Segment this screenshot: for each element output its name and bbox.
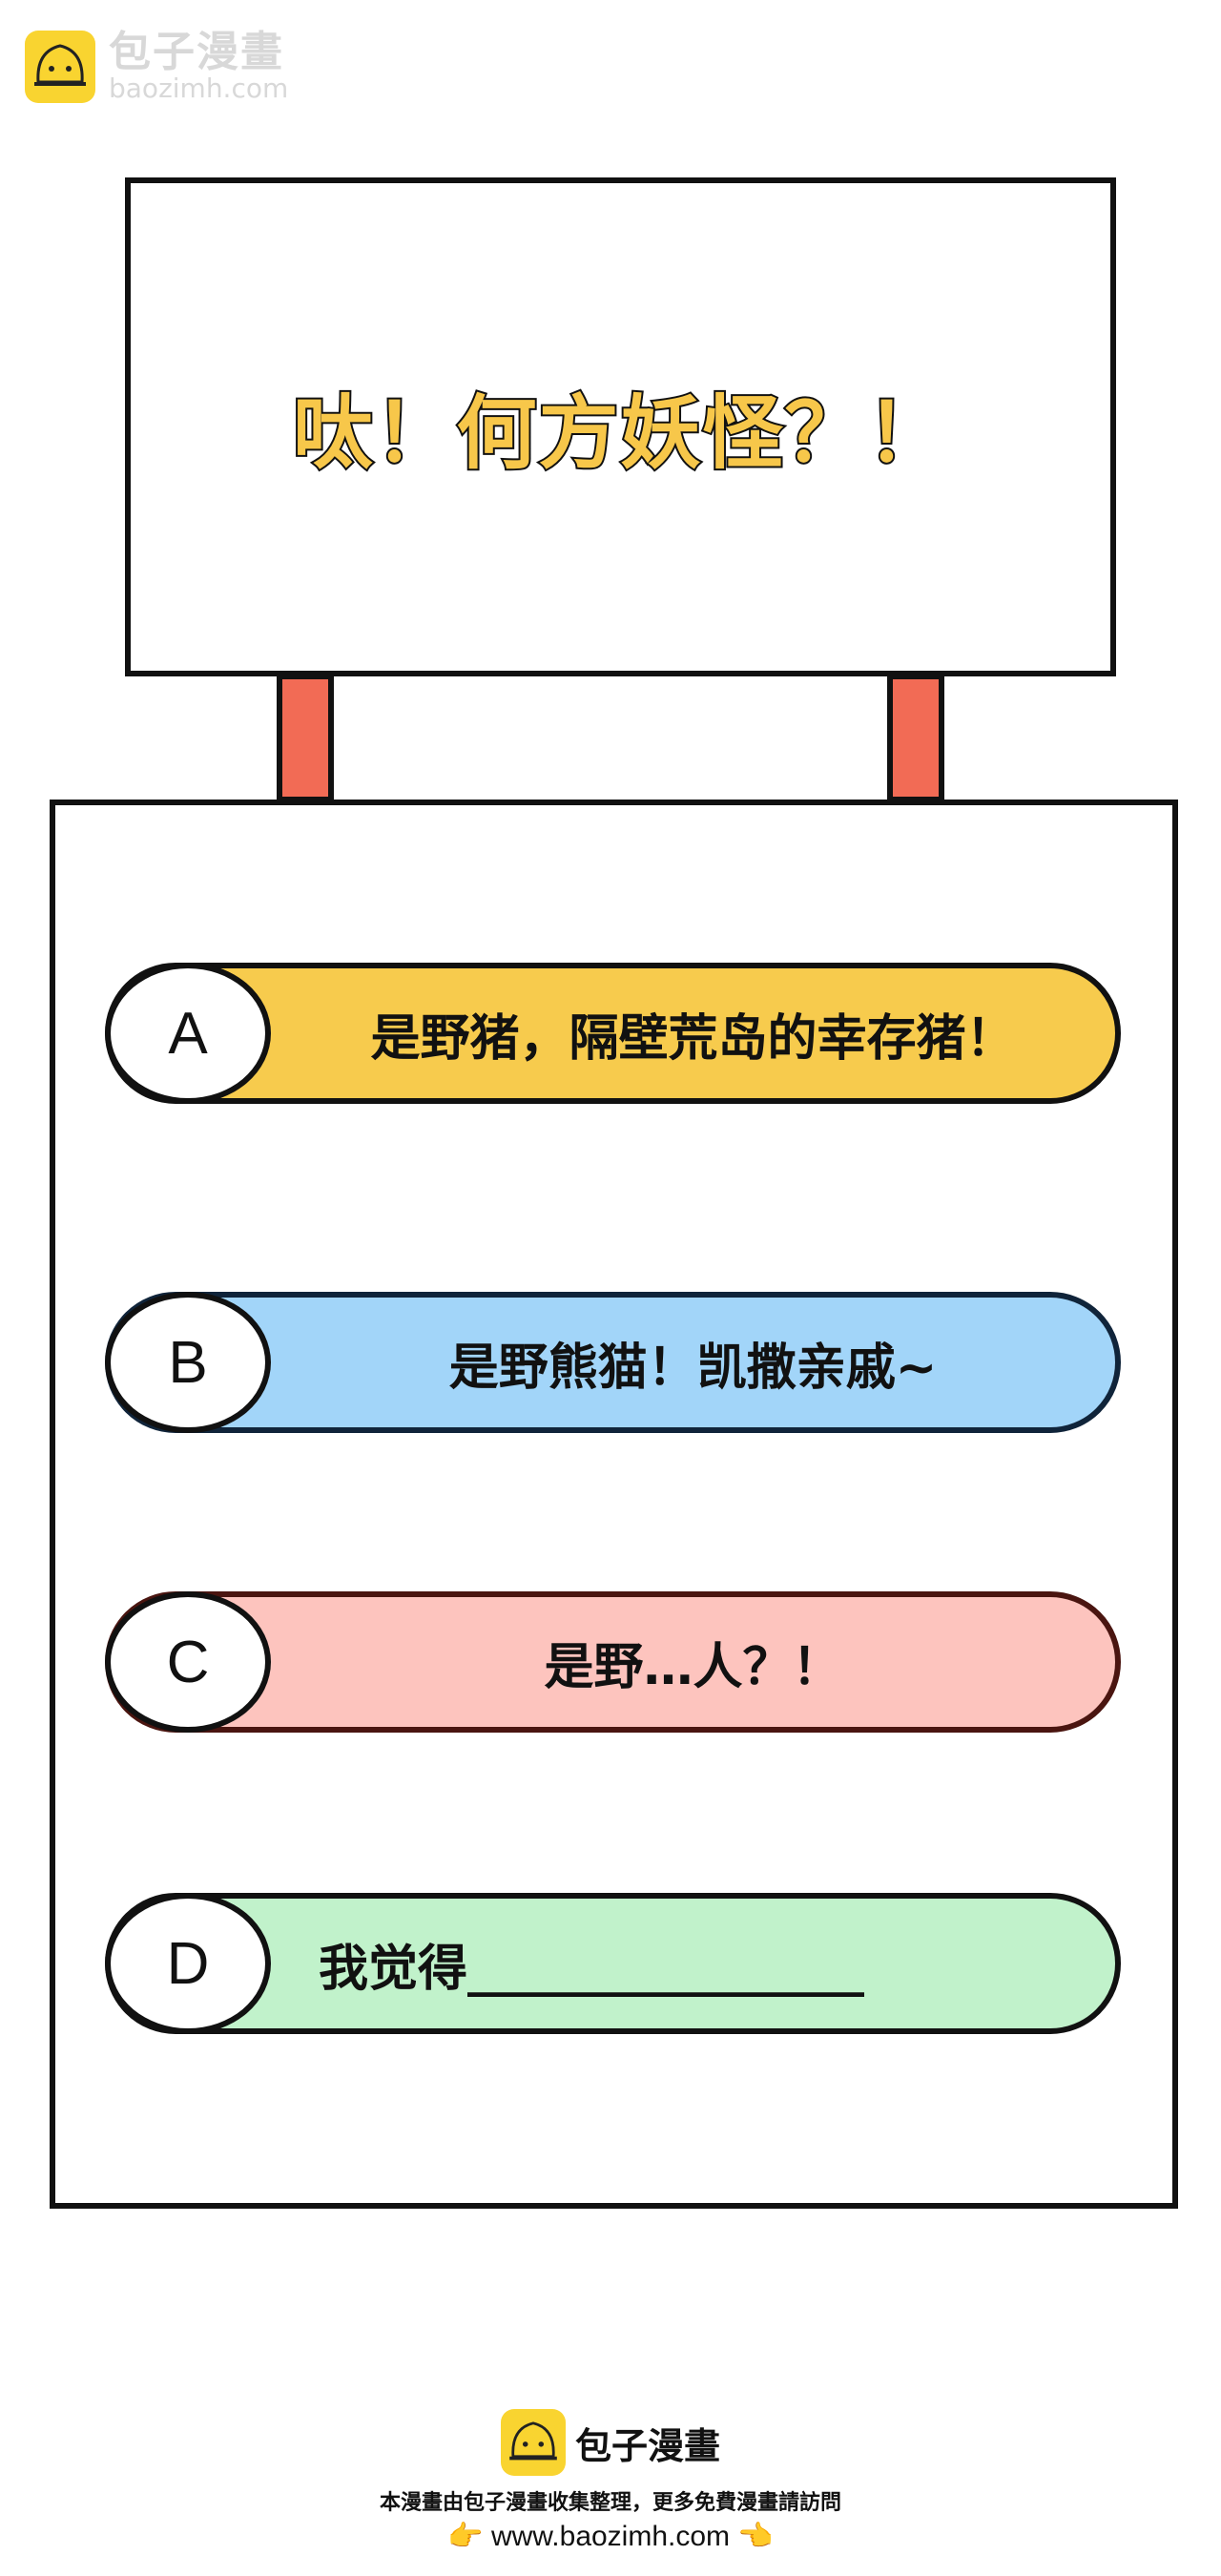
footer-url-link[interactable]: www.baozimh.com (490, 2521, 731, 2552)
footer: 包子漫畫 本漫畫由包子漫畫收集整理，更多免費漫畫請訪問 👉 www.baozim… (0, 2409, 1221, 2553)
watermark-name: 包子漫畫 (109, 28, 284, 76)
option-text: 我觉得________________ (319, 1940, 865, 1998)
option-text: 是野熊猫！凯撒亲戚~ (448, 1339, 938, 1397)
option-a[interactable]: A 是野猪，隔壁荒岛的幸存猪！ (105, 963, 1121, 1104)
watermark: 包子漫畫 baozimh.com (25, 31, 288, 103)
bun-logo-icon (500, 2409, 566, 2476)
watermark-url: baozimh.com (109, 73, 289, 104)
sign-post-right (887, 674, 944, 802)
footer-note: 本漫畫由包子漫畫收集整理，更多免費漫畫請訪問 (379, 2491, 841, 2515)
option-b[interactable]: B 是野熊猫！凯撒亲戚~ (105, 1292, 1121, 1433)
option-letter: B (105, 1292, 271, 1433)
pointing-right-icon: 👉 (447, 2521, 484, 2552)
bun-logo-icon (25, 31, 95, 103)
sign-title: 呔！何方妖怪？！ (290, 384, 949, 482)
footer-name: 包子漫畫 (574, 2424, 720, 2467)
option-letter: D (105, 1893, 271, 2034)
option-c[interactable]: C 是野…人？！ (105, 1591, 1121, 1733)
option-letter: C (105, 1591, 271, 1733)
option-text: 是野猪，隔壁荒岛的幸存猪！ (370, 1009, 1016, 1068)
pointing-left-icon: 👈 (737, 2521, 774, 2552)
option-text: 是野…人？！ (544, 1638, 842, 1696)
sign-post-left (277, 674, 334, 802)
sign-board: 呔！何方妖怪？！ (125, 177, 1116, 676)
option-d[interactable]: D 我觉得________________ (105, 1893, 1121, 2034)
option-letter: A (105, 963, 271, 1104)
